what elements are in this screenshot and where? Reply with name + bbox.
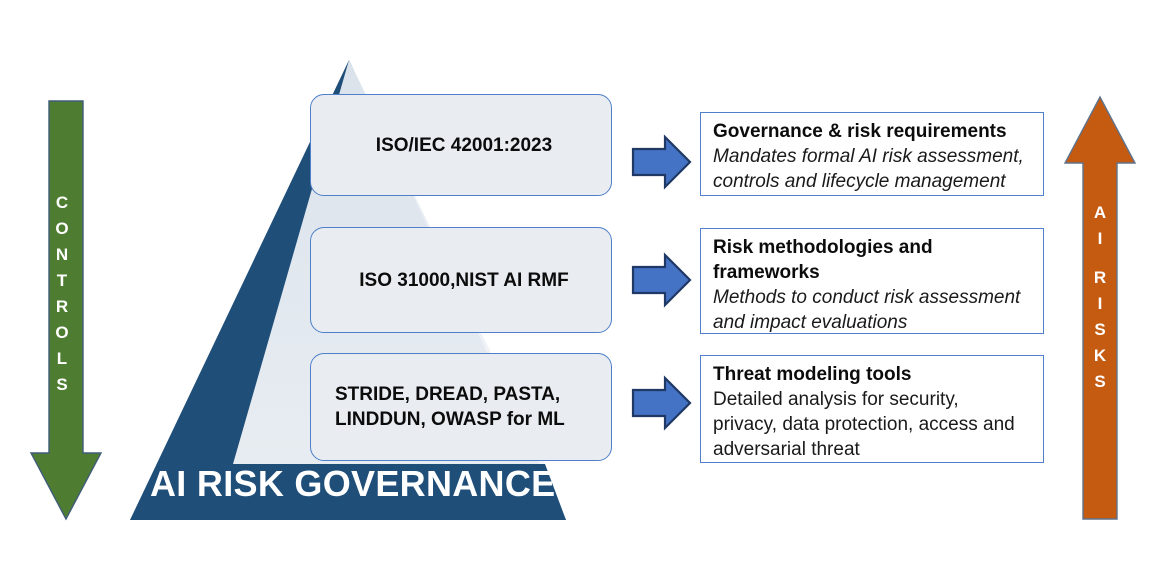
detail-body: Mandates formal AI risk assessment, cont…: [713, 146, 1024, 192]
controls-letter-3: T: [56, 271, 68, 290]
airisks-letter-4: I: [1097, 294, 1103, 313]
detail-box-threat-modeling[interactable]: Threat modeling tools Detailed analysis …: [700, 355, 1044, 463]
controls-letter-5: O: [55, 323, 69, 342]
controls-letter-7: S: [56, 375, 68, 394]
controls-letter-2: N: [55, 245, 69, 264]
controls-arrow: [29, 100, 103, 521]
ai-risks-arrow-label: A I R I S K S: [1078, 200, 1122, 395]
airisks-letter-1: I: [1097, 229, 1103, 248]
tier-label: ISO 31000,NIST AI RMF: [359, 269, 569, 291]
ai-risks-arrow-shape: [1063, 95, 1137, 520]
controls-letter-1: O: [55, 219, 69, 238]
tier-label: STRIDE, DREAD, PASTA, LINDDUN, OWASP for…: [335, 384, 565, 430]
tier-box-threat-models[interactable]: STRIDE, DREAD, PASTA, LINDDUN, OWASP for…: [310, 353, 612, 461]
tier-box-iso-31000-nist[interactable]: ISO 31000,NIST AI RMF: [310, 227, 612, 333]
connector-arrow-1: [631, 134, 692, 190]
airisks-letter-5: S: [1094, 320, 1106, 339]
connector-arrow-2: [631, 252, 692, 308]
pyramid-base-band: [130, 464, 566, 520]
detail-title: Governance & risk requirements: [713, 121, 1007, 142]
tier-label: ISO/IEC 42001:2023: [375, 134, 553, 156]
airisks-letter-7: S: [1094, 372, 1106, 391]
detail-title: Risk methodologies and frameworks: [713, 237, 933, 283]
airisks-letter-3: R: [1093, 268, 1107, 287]
controls-arrow-label: C O N T R O L S: [40, 190, 84, 398]
controls-letter-6: L: [56, 349, 68, 368]
controls-letter-4: R: [55, 297, 69, 316]
right-arrow-icon: [631, 252, 692, 308]
tier-box-iso-42001[interactable]: ISO/IEC 42001:2023: [310, 94, 612, 196]
detail-box-governance[interactable]: Governance & risk requirements Mandates …: [700, 112, 1044, 196]
airisks-letter-6: K: [1093, 346, 1107, 365]
connector-arrow-3: [631, 375, 692, 431]
ai-risks-arrow: [1063, 95, 1137, 520]
airisks-letter-0: A: [1093, 203, 1107, 222]
controls-letter-0: C: [55, 193, 69, 212]
detail-box-methodologies[interactable]: Risk methodologies and frameworks Method…: [700, 228, 1044, 334]
right-arrow-icon: [631, 134, 692, 190]
detail-title: Threat modeling tools: [713, 364, 912, 385]
controls-arrow-shape: [29, 100, 103, 521]
detail-body: Detailed analysis for security, privacy,…: [713, 389, 1015, 460]
pyramid-title: AI RISK GOVERNANCE: [150, 463, 556, 504]
right-arrow-icon: [631, 375, 692, 431]
detail-body: Methods to conduct risk assessment and i…: [713, 287, 1021, 333]
